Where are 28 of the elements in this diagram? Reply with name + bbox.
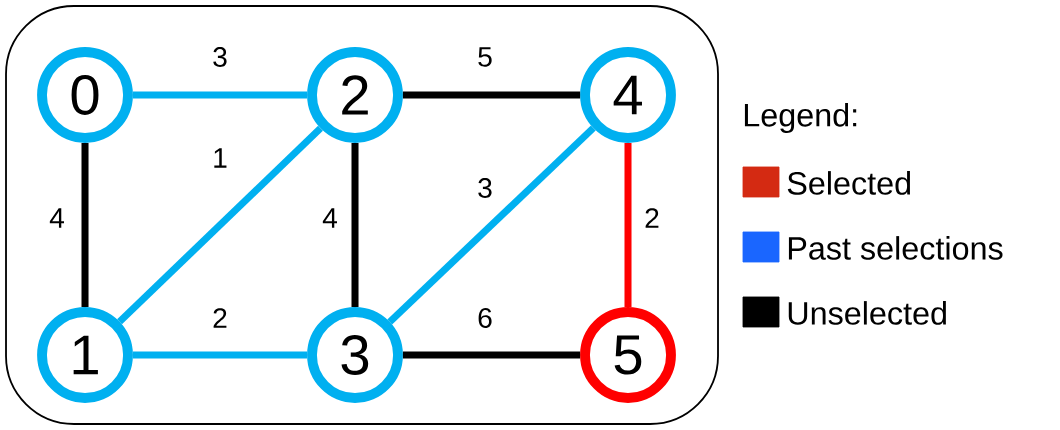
edge-line <box>132 91 308 99</box>
edge-line <box>351 142 359 308</box>
legend-label: Selected <box>787 171 910 195</box>
graph-node: 1 <box>37 307 133 403</box>
graph-node: 0 <box>37 47 133 143</box>
edge-label: 4 <box>47 206 67 230</box>
edge-line <box>117 125 323 325</box>
legend-label: Unselected <box>788 301 946 325</box>
edge-label: 4 <box>320 206 340 230</box>
legend-label: Past selections <box>788 236 1003 260</box>
edge-line <box>402 91 581 99</box>
edge-label: 1 <box>210 146 230 170</box>
edge-label: 2 <box>210 306 230 330</box>
edge-line <box>81 142 89 308</box>
graph-node: 4 <box>580 47 676 143</box>
edge-line <box>402 351 581 359</box>
edge-label: 3 <box>475 176 495 200</box>
edge-label: 6 <box>475 306 495 330</box>
legend-title: Legend: <box>744 102 857 134</box>
edge-label: 2 <box>642 206 662 230</box>
edge-line <box>624 142 632 308</box>
graph-node: 5 <box>580 307 676 403</box>
edge-label: 5 <box>475 45 495 69</box>
graph-node: 2 <box>307 47 403 143</box>
edge-line <box>132 351 308 359</box>
edge-label: 3 <box>210 45 230 69</box>
edge-line <box>387 125 596 325</box>
graph-node: 3 <box>307 307 403 403</box>
